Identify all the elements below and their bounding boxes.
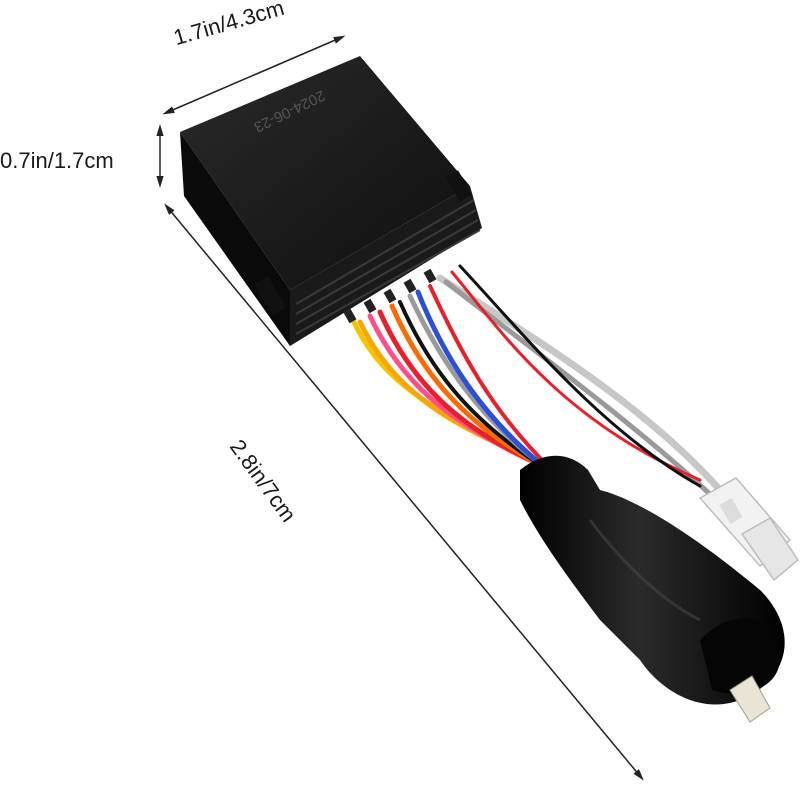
black-rubber-boot <box>520 455 785 723</box>
height-dimension-label: 0.7in/1.7cm <box>0 148 114 173</box>
white-connector-plug <box>698 477 799 582</box>
width-dimension-arrow <box>162 35 346 115</box>
wire-bundle <box>349 264 724 499</box>
length-dimension-arrow <box>164 203 644 781</box>
control-module-box: 2024-06-23 <box>180 56 482 346</box>
